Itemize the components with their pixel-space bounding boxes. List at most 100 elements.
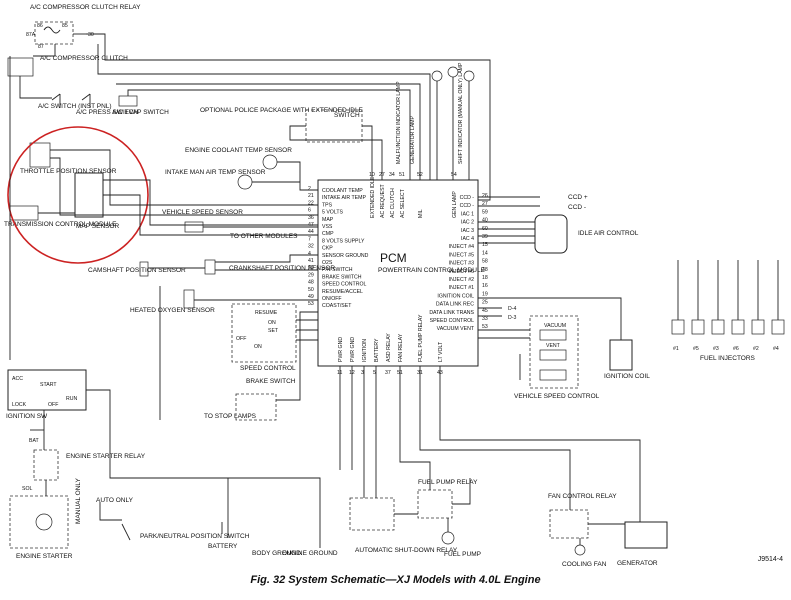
pcm-right-pin: INJECT #2: [449, 277, 474, 283]
pcm-left-pin: CKP: [322, 246, 333, 252]
cam-label: CAMSHAFT POSITION SENSOR: [88, 267, 186, 274]
pcm-left-num: 2: [308, 186, 311, 192]
bat-label: BAT: [29, 438, 40, 444]
starter-label: ENGINE STARTER: [16, 553, 73, 560]
pcm-left-pin: INTAKE AIR TEMP: [322, 195, 366, 201]
pcm-bottom-label: ASD RELAY: [386, 333, 392, 362]
injector-num: #1: [673, 346, 679, 352]
pcm-right-num: 45: [482, 308, 488, 314]
ac-switches: A/C SWITCH (INST PNL) A/C PRESS SWITCH A…: [38, 93, 169, 116]
ac-press-label: A/C PRESS SWITCH: [76, 109, 138, 116]
injector-body: [731, 319, 745, 335]
battery: BATTERY: [208, 518, 238, 550]
fuel-pump-label: FUEL PUMP: [444, 551, 481, 558]
starter-relay-label: ENGINE STARTER RELAY: [66, 453, 146, 460]
mil-label: MALFUNCTION INDICATOR LAMP: [396, 81, 402, 164]
pcm-top-num: 51: [399, 172, 405, 178]
vss-label: VEHICLE SPEED SENSOR: [162, 209, 243, 216]
ign-pos-acc: ACC: [12, 376, 23, 382]
pcm-right-num: 16: [482, 283, 488, 289]
ac-evap-label: A/C EVAP SWITCH: [112, 109, 169, 116]
injector-body: [671, 319, 685, 335]
coolant-sensor: ENGINE COOLANT TEMP SENSOR: [185, 147, 292, 170]
lamps: MALFUNCTION INDICATOR LAMP GENERATOR LAM…: [396, 62, 475, 164]
pcm-left-num: 53: [308, 301, 314, 307]
relay-pin-30: 30: [88, 32, 94, 38]
pcm-bottom-num: 3: [361, 370, 364, 376]
ccd-bus: CCD + CCD -: [568, 194, 588, 211]
asd-relay: AUTOMATIC SHUT-DOWN RELAY: [349, 497, 458, 554]
pcm-right-pin: CCD -: [460, 195, 475, 201]
pcm-left-num: 50: [308, 287, 314, 293]
fuel-injectors-label: FUEL INJECTORS: [700, 355, 756, 362]
pcm-right-num: 53: [482, 324, 488, 330]
pcm-left-pin: 5 VOLTS: [322, 210, 343, 216]
tcm-label: TRANSMISSION CONTROL MODULE: [4, 221, 117, 228]
pcm-left-num: 7: [308, 236, 311, 242]
sc-pos-set: SET: [268, 328, 279, 334]
pcm-right-pin: INJECT #6: [449, 269, 474, 275]
pcm-top-num: 54: [451, 172, 457, 178]
battery-label: BATTERY: [208, 543, 238, 550]
pcm-left-num: 30: [308, 265, 314, 271]
auto-only-label: AUTO ONLY: [96, 497, 134, 504]
pcm-title: PCM: [380, 251, 407, 265]
asd-relay-label: AUTOMATIC SHUT-DOWN RELAY: [355, 547, 458, 554]
o2-sensor: HEATED OXYGEN SENSOR: [130, 289, 215, 314]
brake-switch-label: BRAKE SWITCH: [246, 378, 296, 385]
pcm-right-num: 38: [482, 267, 488, 273]
crank-sensor: CRANKSHAFT POSITION SENSOR: [204, 259, 335, 275]
pcm-left-num: 4: [308, 251, 311, 257]
ac-clutch-label: A/C COMPRESSOR CLUTCH: [40, 55, 128, 62]
relay-pin-87: 87: [38, 44, 44, 50]
pcm-left-num: 48: [308, 280, 314, 286]
cooling-fan-label: COOLING FAN: [562, 561, 607, 568]
ignition-sw-label: IGNITION SW: [6, 413, 48, 420]
figure-caption: Fig. 32 System Schematic—XJ Models with …: [250, 574, 541, 586]
tps-sensor: THROTTLE POSITION SENSOR: [20, 142, 117, 175]
pcm-right-num: 19: [482, 291, 488, 297]
pcm-left-pin: CMP: [322, 231, 334, 237]
pcm-right-pin: IAC 2: [461, 220, 474, 226]
injector-num: #5: [693, 346, 699, 352]
injector-num: #2: [753, 346, 759, 352]
ac-compressor-clutch: A/C COMPRESSOR CLUTCH: [7, 55, 128, 77]
shift-lamp-label: SHIFT INDICATOR (MANUAL ONLY) LAMP: [458, 62, 464, 164]
pcm-right-num: 59: [482, 209, 488, 215]
starter-motor: ENGINE STARTER: [9, 495, 73, 560]
figure-ref: J9514-4: [757, 556, 783, 563]
pcm-left-num: 6: [308, 208, 311, 214]
pcm-right-pin: IGNITION COIL: [437, 293, 474, 299]
pcm-left-pin: MAP: [322, 217, 334, 223]
ignition-switch: START RUN OFF LOCK ACC IGNITION SW BAT: [6, 369, 87, 444]
pcm-right-pin: CCD -: [460, 203, 475, 209]
pcm-right-pin: IAC 3: [461, 228, 474, 234]
body-ground-label: BODY GROUND: [252, 550, 301, 557]
pcm-left-pin: O2S: [322, 260, 333, 266]
pcm-top-num: 34: [389, 172, 395, 178]
pcm-right-num: 27: [482, 201, 488, 207]
data-link-d3: D-3: [508, 315, 516, 321]
stop-lamps-label: TO STOP LAMPS: [204, 413, 257, 420]
relay-pin-85: 85: [62, 23, 68, 29]
ccd-plus-label: CCD +: [568, 194, 588, 201]
data-link: D-4 D-3: [508, 306, 516, 321]
pcm-left-pin: SPEED CONTROL: [322, 282, 367, 288]
police-label: OPTIONAL POLICE PACKAGE WITH EXTENDED ID…: [200, 107, 364, 114]
pcm-top-label: AC CLUTCH: [390, 188, 396, 218]
relay-pin-87a: 87A: [26, 32, 36, 38]
fan-relay-label: FAN CONTROL RELAY: [548, 493, 617, 500]
starter-relay: ENGINE STARTER RELAY SOL: [22, 449, 146, 492]
pcm-bottom-label: LT VOLT: [438, 341, 444, 362]
pcm-bottom-label: FUEL PUMP RELAY: [418, 314, 424, 362]
pcm-right-num: 15: [482, 242, 488, 248]
pcm-left-pin: VSS: [322, 224, 333, 230]
vehicle-speed-control: VACUUM VENT VEHICLE SPEED CONTROL: [514, 315, 600, 400]
pcm-right-pin: IAC 4: [461, 236, 474, 242]
pcm-left-pin: SENSOR GROUND: [322, 253, 369, 259]
fuel-injectors: FUEL INJECTORS #1#5#3#6#2#4: [671, 260, 785, 362]
injector-body: [711, 319, 725, 335]
